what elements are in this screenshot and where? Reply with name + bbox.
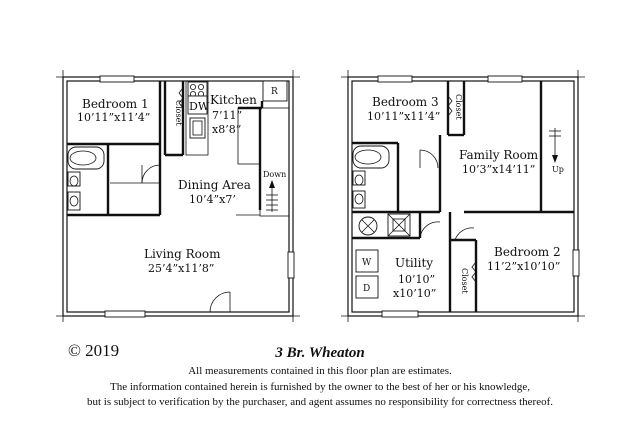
refrigerator-label: R	[271, 87, 278, 97]
footer-note-3: but is subject to verification by the pu…	[86, 396, 553, 408]
kitchen-dim-2: x8’8”	[212, 123, 241, 136]
dining-name: Dining Area	[178, 178, 251, 192]
closet-label-2: Closet	[454, 94, 463, 120]
washer-icon	[355, 249, 379, 273]
closet-label-3: Closet	[460, 268, 469, 294]
utility-dim-1: 10’10”	[398, 273, 435, 286]
bathtub-icon	[67, 146, 105, 170]
living-name: Living Room	[144, 247, 221, 261]
bedroom2-name: Bedroom 2	[494, 245, 561, 259]
sink-icon	[67, 191, 81, 211]
window-utility	[381, 310, 419, 318]
bedroom2-dim: 11’2”x10’10”	[487, 260, 560, 273]
window-bedroom3	[377, 75, 413, 83]
window-family-room	[487, 75, 523, 83]
kitchen-dim-1: 7’11”	[212, 109, 242, 122]
utility-dim-2: x10’10”	[393, 287, 436, 300]
refrigerator-icon	[262, 80, 288, 102]
kitchen-sink-icon	[189, 117, 206, 139]
closet-label-1: Closet	[174, 100, 183, 126]
utility-name: Utility	[395, 256, 433, 270]
family-dim: 10’3”x14’11”	[462, 163, 535, 176]
toilet-icon-2	[352, 170, 366, 186]
second-floor-plan: Closet Up Closet	[341, 70, 585, 322]
living-dim: 25’4”x11’8”	[148, 262, 214, 275]
bedroom3-name: Bedroom 3	[372, 95, 439, 109]
toilet-icon	[67, 171, 81, 187]
plan-title: 3 Br. Wheaton	[275, 345, 365, 361]
window-living-room	[104, 310, 146, 318]
first-floor-plan: Closet DW R Down Bedroom	[56, 70, 300, 322]
family-name: Family Room	[459, 148, 539, 162]
copyright-text: © 2019	[68, 341, 120, 360]
stairs-up-label: Up	[552, 165, 564, 174]
dryer-label: D	[363, 284, 370, 294]
dining-dim: 10’4”x7’	[189, 193, 236, 206]
window-bedroom2	[572, 249, 580, 277]
footer-note-1: All measurements contained in this floor…	[188, 365, 452, 377]
bedroom1-dim: 10’11”x11’4”	[77, 111, 150, 124]
dishwasher-label: DW	[189, 100, 210, 113]
stairwell-first-floor	[259, 107, 290, 217]
washer-label: W	[362, 258, 372, 268]
dishwasher-icon	[187, 95, 208, 115]
kitchen-name: Kitchen	[210, 93, 257, 107]
window-living-side	[287, 251, 295, 279]
kitchen-counter	[185, 80, 209, 156]
bathtub-icon-2	[352, 145, 390, 169]
footer-note-2: The information contained herein is furn…	[109, 381, 531, 393]
dryer-icon	[355, 275, 379, 299]
window-bedroom1	[99, 75, 135, 83]
stairs-down-label: Down	[263, 170, 286, 179]
bedroom1-name: Bedroom 1	[82, 97, 149, 111]
bedroom3-dim: 10’11”x11’4”	[367, 110, 440, 123]
